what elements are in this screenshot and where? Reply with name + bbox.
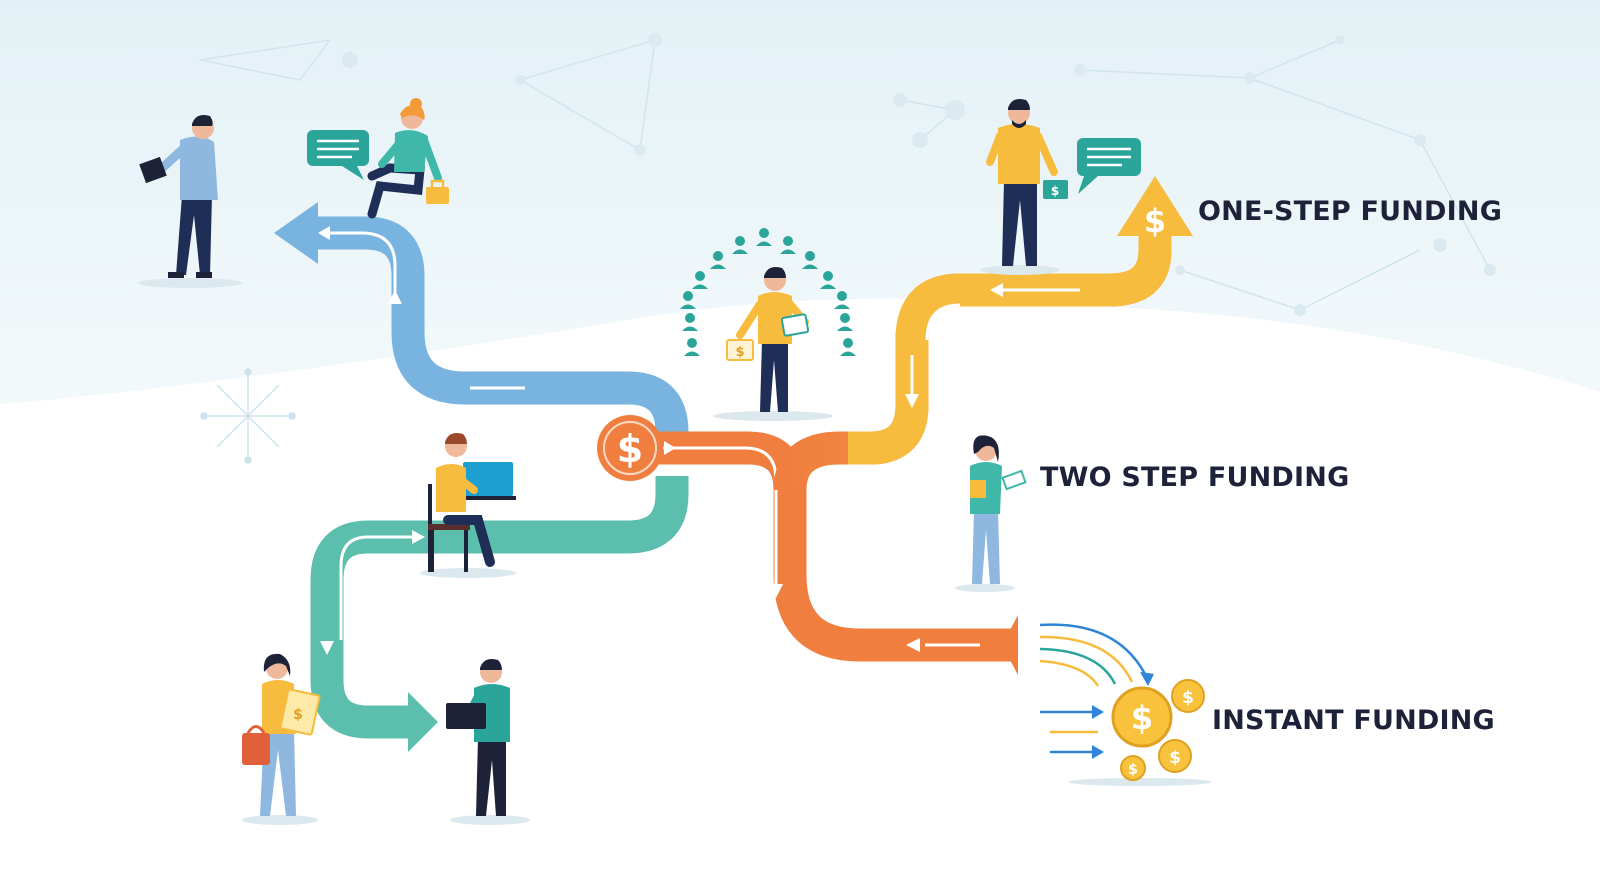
person-laptop-top-left bbox=[138, 115, 242, 288]
dollar-coin-icon: $ bbox=[1120, 755, 1146, 781]
coin-dollar-sign: $ bbox=[1182, 688, 1194, 708]
bag-dollar-sign: $ bbox=[735, 345, 744, 360]
network-people-icon bbox=[680, 228, 856, 356]
briefcase-icon bbox=[426, 187, 449, 204]
briefcase-icon bbox=[1043, 180, 1068, 199]
person-man-bottom bbox=[446, 659, 530, 825]
person-center-networking: $ bbox=[713, 267, 833, 421]
label-instant-funding: INSTANT FUNDING bbox=[1212, 705, 1495, 736]
dollar-coin-icon: $ bbox=[1171, 679, 1205, 713]
person-woman-bottom-left: $ bbox=[242, 653, 321, 825]
laptop-icon bbox=[139, 156, 167, 184]
starburst-decoration bbox=[200, 368, 296, 464]
dollar-coins-group: $ $ $ $ bbox=[1068, 679, 1212, 786]
arrow-dollar-sign: $ bbox=[1144, 202, 1166, 240]
coin-dollar-sign: $ bbox=[1169, 748, 1181, 768]
person-sitting-top bbox=[367, 98, 449, 219]
person-man-top-right: $ bbox=[980, 99, 1068, 275]
briefcase-dollar-sign: $ bbox=[1051, 184, 1059, 198]
dollar-coin-icon: $ bbox=[1111, 686, 1173, 748]
person-at-desk bbox=[420, 433, 516, 578]
path-teal bbox=[310, 476, 689, 752]
dollar-coin-icon: $ bbox=[1158, 739, 1192, 773]
coin-dollar-sign: $ bbox=[1128, 762, 1138, 778]
currency-hub-icon: $ bbox=[597, 415, 663, 481]
person-woman-reading bbox=[955, 435, 1027, 592]
speech-bubble-icon bbox=[1077, 138, 1141, 194]
path-blue bbox=[274, 202, 689, 449]
dollar-coin-icon: $ bbox=[1144, 202, 1166, 240]
document-dollar-sign: $ bbox=[293, 707, 303, 723]
speech-bubble-icon bbox=[307, 130, 369, 180]
coin-dollar-sign-large: $ bbox=[1131, 699, 1153, 737]
path-yellow bbox=[773, 176, 1193, 491]
speed-arrows-icon bbox=[1039, 623, 1154, 759]
label-two-step-funding: TWO STEP FUNDING bbox=[1040, 462, 1350, 493]
hub-dollar-sign: $ bbox=[617, 427, 643, 471]
label-one-step-funding: ONE-STEP FUNDING bbox=[1198, 196, 1503, 227]
laptop-icon bbox=[446, 703, 486, 729]
network-nodes bbox=[342, 33, 1496, 316]
